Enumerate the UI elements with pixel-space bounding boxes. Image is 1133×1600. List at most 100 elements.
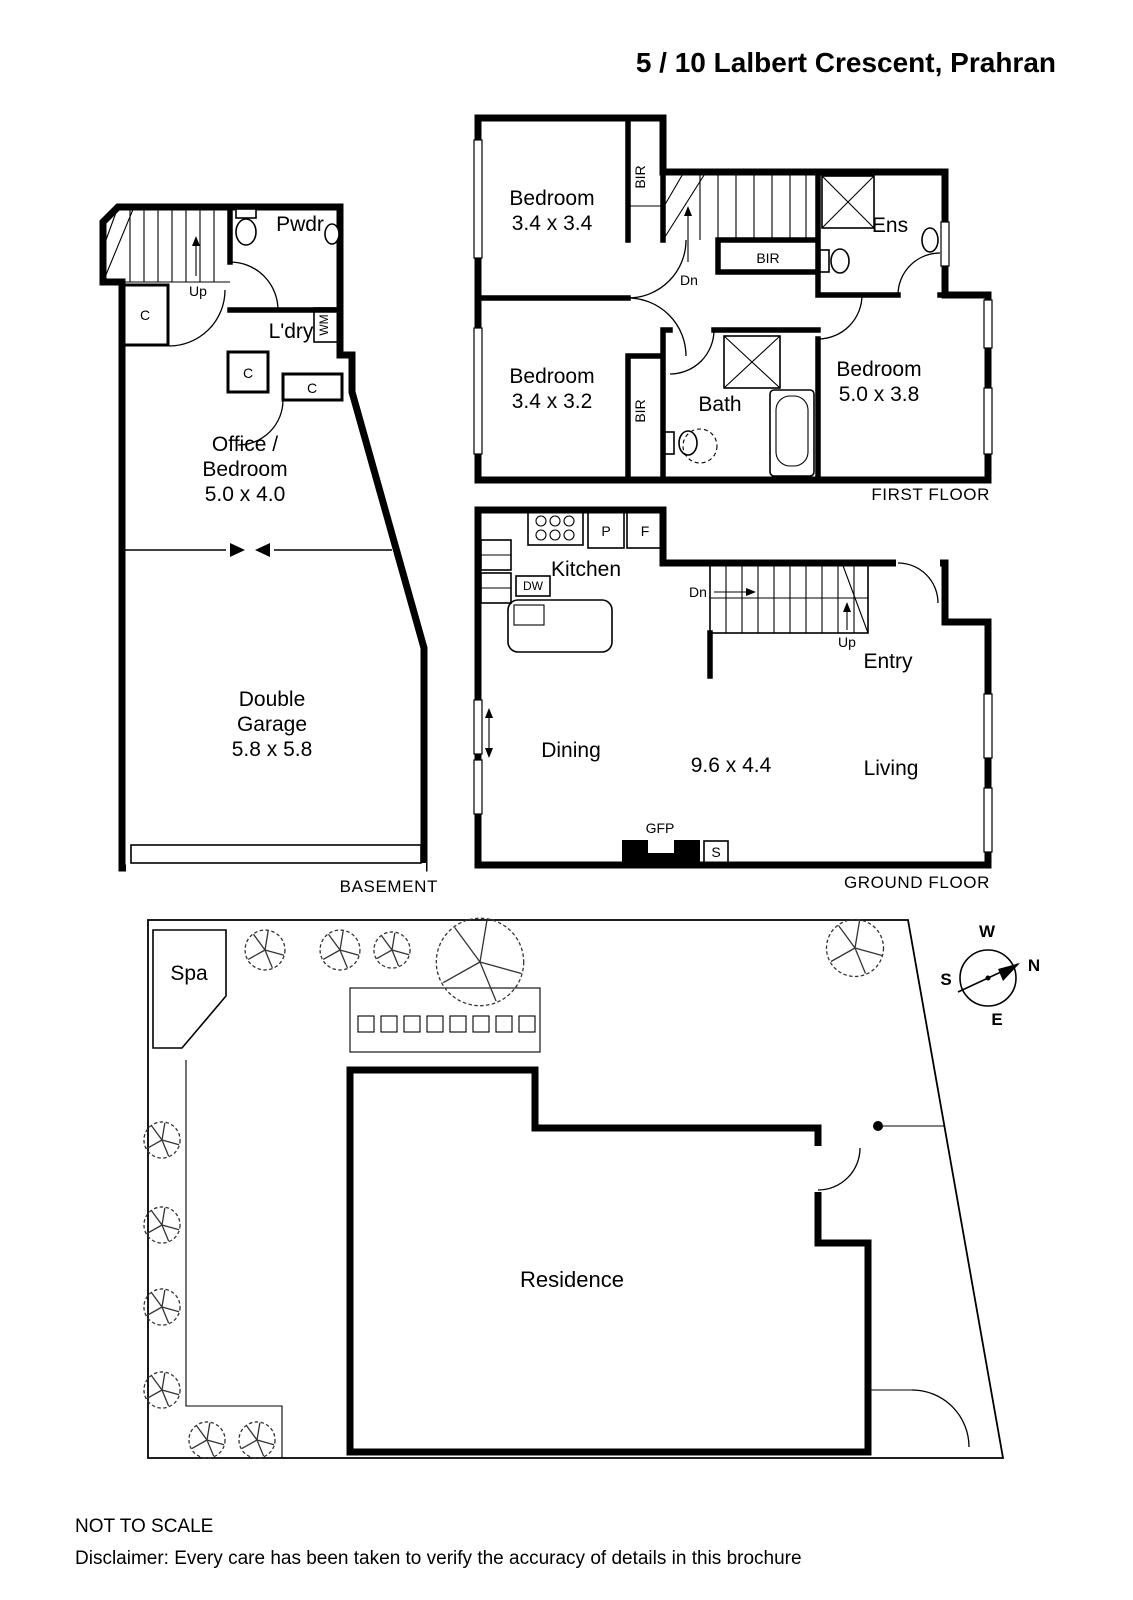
tree-icon [143, 1206, 181, 1244]
door-arc [168, 289, 226, 347]
label-office-line1: Office / [212, 433, 278, 456]
label-closet2: C [243, 365, 253, 381]
label-living-dining-dims: 9.6 x 4.4 [691, 754, 772, 777]
service-point-dot [873, 1121, 883, 1131]
label-bir-mid: BIR [756, 250, 779, 266]
label-first-bedroom1-dims: 3.4 x 3.4 [512, 212, 593, 235]
door-arc [627, 297, 687, 357]
door-arc [229, 261, 279, 311]
label-laundry: L'dry [269, 320, 314, 343]
caption-basement: BASEMENT [340, 877, 438, 896]
label-pantry: P [601, 523, 610, 539]
closet-walls [120, 283, 344, 402]
label-first-bedroom2-dims: 3.4 x 3.2 [512, 390, 593, 413]
door-direction-arrows [485, 708, 493, 758]
label-powder: Pwdr [276, 213, 324, 236]
first-floor-plan: Bedroom 3.4 x 3.4 Bedroom 3.4 x 3.2 Bedr… [473, 114, 993, 504]
stove-icon [527, 510, 584, 546]
stairs-icon [102, 206, 230, 283]
stairs-icon [709, 562, 869, 634]
interior-walls [227, 204, 343, 313]
label-fireplace: GFP [646, 820, 675, 836]
window [983, 693, 993, 759]
label-compass-e: E [991, 1010, 1002, 1029]
tree-icon [319, 929, 361, 971]
shower-icon [723, 335, 781, 389]
page-title: 5 / 10 Lalbert Crescent, Prahran [636, 47, 1056, 78]
store-box [703, 840, 729, 864]
label-office-dims: 5.0 x 4.0 [205, 483, 286, 506]
door-arc [817, 294, 863, 340]
basin-icon [324, 223, 340, 245]
fridge-box [626, 510, 664, 549]
pantry-box [587, 510, 625, 549]
door-opening [814, 1146, 822, 1192]
door-arc [817, 1147, 861, 1191]
label-basement-up: Up [189, 283, 207, 299]
window [983, 787, 993, 853]
label-garage-line2: Garage [237, 713, 307, 736]
kitchen-cabinet-icon [480, 539, 512, 604]
spa-outline [152, 929, 227, 1049]
window [473, 699, 483, 755]
window [940, 221, 950, 267]
label-ground-up: Up [838, 634, 856, 650]
tree-icon [825, 918, 885, 978]
tree-icon [238, 1421, 276, 1459]
label-dishwasher: DW [523, 579, 544, 593]
shower-icon [821, 175, 875, 229]
compass-icon [957, 949, 1020, 1007]
toilet-icon [664, 428, 718, 464]
basin-icon [921, 227, 939, 253]
door-arc [237, 399, 284, 446]
label-compass-w: W [979, 922, 996, 941]
window [473, 139, 483, 259]
label-residence: Residence [520, 1267, 624, 1292]
door-arc [897, 252, 941, 296]
tree-icon [244, 929, 286, 971]
label-ensuite: Ens [872, 214, 908, 237]
fireplace-icon [622, 840, 700, 865]
label-closet3: C [307, 380, 317, 396]
tree-icon [143, 1288, 181, 1326]
window [983, 387, 993, 455]
island-bench-icon [507, 599, 613, 653]
tree-icon [434, 916, 526, 1008]
label-compass-s: S [940, 970, 951, 989]
gate-icon [868, 1389, 970, 1448]
label-bir-low: BIR [632, 399, 648, 422]
label-dining: Dining [541, 739, 601, 762]
label-bath: Bath [698, 393, 741, 416]
label-living: Living [864, 757, 919, 780]
door-opening [896, 558, 940, 568]
window [473, 327, 483, 455]
label-garage-line1: Double [239, 688, 306, 711]
door-arc [627, 239, 687, 299]
tree-icon [143, 1371, 181, 1409]
dishwasher-box [515, 575, 551, 597]
residence-outline [346, 1066, 872, 1456]
ground-floor-plan: Kitchen P F DW Dn Up Entry Dining 9.6 x … [473, 506, 993, 892]
caption-ground-floor: GROUND FLOOR [844, 873, 990, 892]
scale-note: NOT TO SCALE [75, 1516, 213, 1537]
garage-door-icon [126, 844, 426, 873]
label-ground-dn: Dn [689, 584, 707, 600]
label-first-bedroom2-name: Bedroom [509, 365, 594, 388]
label-garage-dims: 5.8 x 5.8 [232, 738, 313, 761]
exterior-walls [99, 203, 428, 872]
site-plan: W N S E Spa Residence [143, 916, 1040, 1459]
caption-first-floor: FIRST FLOOR [871, 485, 990, 504]
label-office-line2: Bedroom [202, 458, 287, 481]
toilet-icon [819, 248, 850, 274]
door-arc [669, 329, 715, 375]
tree-icon [143, 1121, 181, 1159]
stairs-icon [662, 171, 807, 262]
label-washer: WM [317, 314, 331, 335]
toilet-icon [235, 208, 257, 246]
label-store: S [711, 844, 720, 860]
basement-plan: Up Pwdr C L'dry WM C C Office / Bedroom … [99, 203, 438, 896]
label-compass-n: N [1028, 956, 1040, 975]
label-first-dn: Dn [680, 272, 698, 288]
